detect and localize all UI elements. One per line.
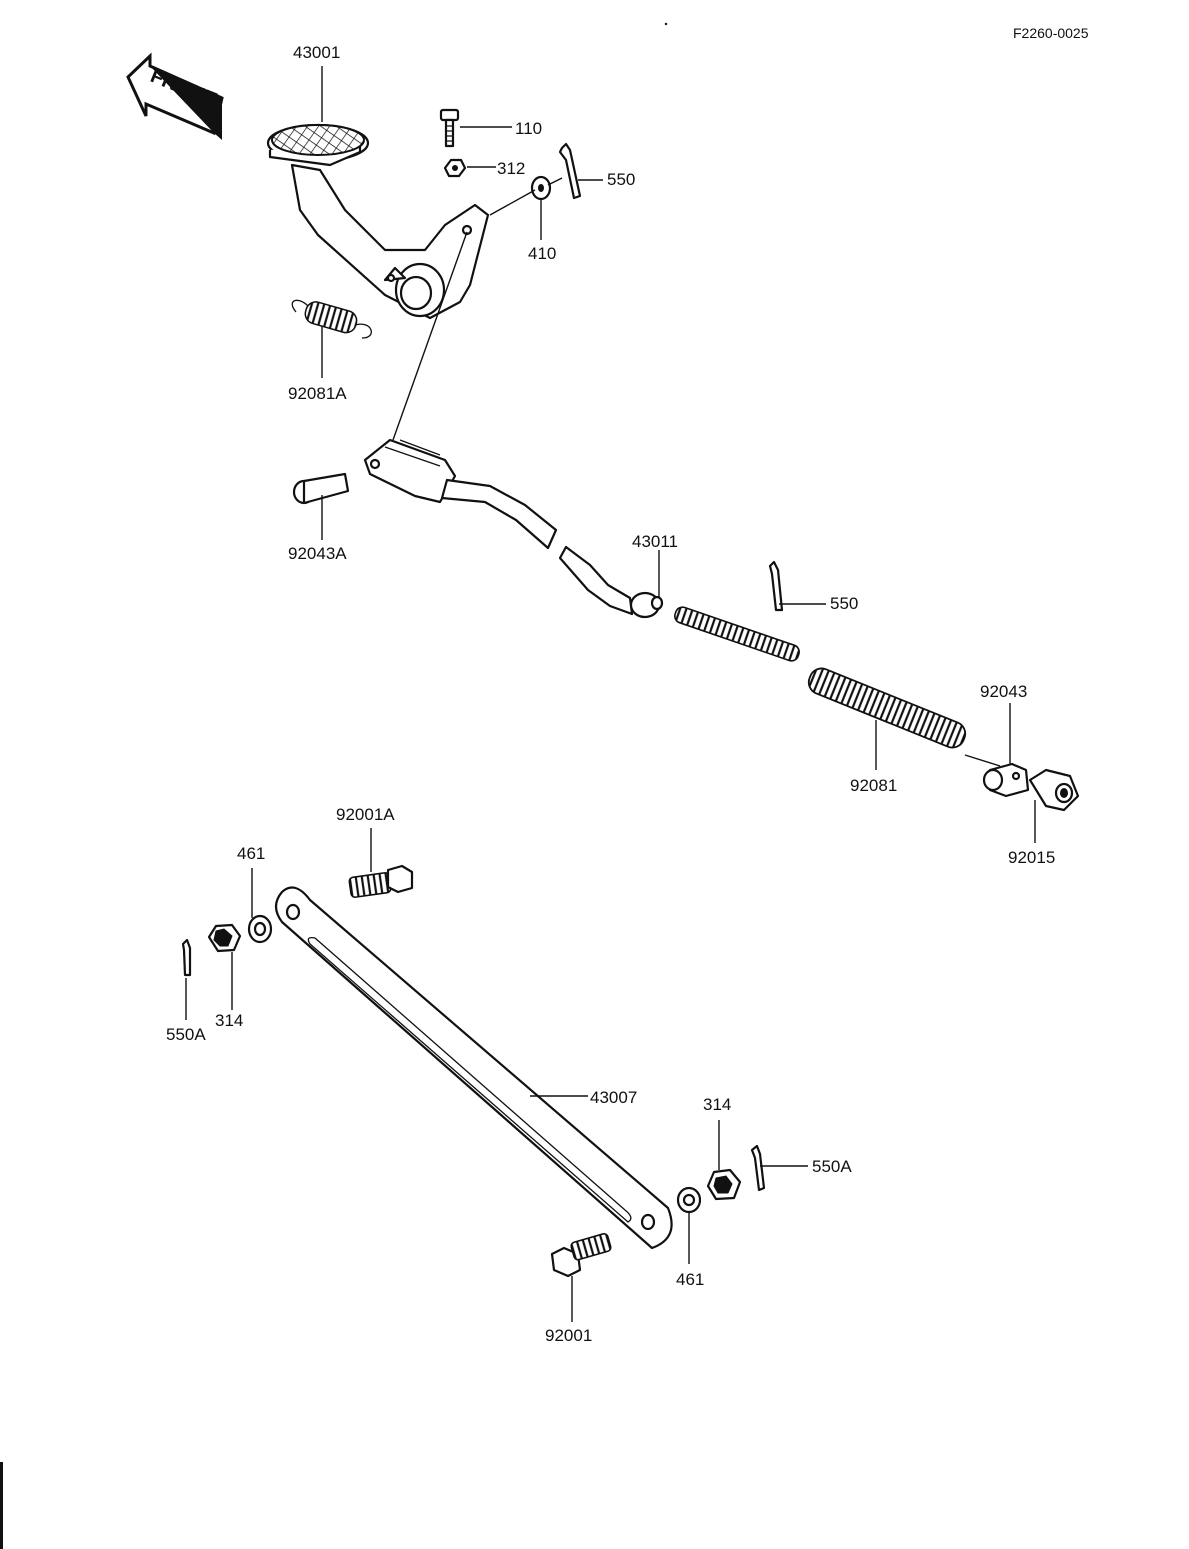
cotter-pin-550-top xyxy=(558,142,582,200)
label-461-right: 461 xyxy=(676,1270,704,1289)
threaded-rod xyxy=(674,606,800,662)
label-312: 312 xyxy=(497,159,525,178)
link-rod-43007 xyxy=(274,886,673,1250)
clevis-pin-92043A xyxy=(292,472,350,505)
nut-314-left xyxy=(207,923,242,953)
nut-314-right xyxy=(706,1168,742,1201)
washer-461-left xyxy=(247,914,273,944)
bolt-110 xyxy=(439,108,460,148)
spring-92081 xyxy=(807,667,967,749)
label-461-left: 461 xyxy=(237,844,265,863)
joint-92043 xyxy=(982,762,1030,798)
washer-410 xyxy=(530,175,552,201)
bolt-92001 xyxy=(550,1232,612,1278)
cotter-pin-550-mid xyxy=(768,560,784,612)
label-550-top: 550 xyxy=(607,170,635,189)
label-92001: 92001 xyxy=(545,1326,592,1345)
bolt-92001A xyxy=(348,864,414,898)
label-550-mid: 550 xyxy=(830,594,858,613)
spring-92081A xyxy=(291,299,372,339)
label-92043A: 92043A xyxy=(288,544,347,563)
label-43011: 43011 xyxy=(632,532,678,551)
brake-rod-front xyxy=(363,438,664,619)
label-92015: 92015 xyxy=(1008,848,1055,867)
label-410: 410 xyxy=(528,244,556,263)
cotter-pin-550A-right xyxy=(750,1144,766,1192)
label-92081: 92081 xyxy=(850,776,897,795)
label-43001: 43001 xyxy=(293,43,340,62)
label-92043: 92043 xyxy=(980,682,1027,701)
nut-92015 xyxy=(1028,768,1080,812)
label-314-left: 314 xyxy=(215,1011,243,1030)
label-110: 110 xyxy=(515,119,542,138)
drawing-code: F2260-0025 xyxy=(1013,25,1089,41)
nut-312 xyxy=(443,158,467,178)
label-92081A: 92081A xyxy=(288,384,347,403)
label-550A-right: 550A xyxy=(812,1157,852,1176)
brake-pedal xyxy=(266,123,490,320)
cotter-pin-550A-left xyxy=(181,938,192,977)
label-314-right: 314 xyxy=(703,1095,731,1114)
washer-461-right xyxy=(676,1186,702,1214)
label-550A-left: 550A xyxy=(166,1025,206,1044)
label-43007: 43007 xyxy=(590,1088,637,1107)
front-arrow-icon: FRONT xyxy=(126,52,224,140)
label-92001A: 92001A xyxy=(336,805,395,824)
